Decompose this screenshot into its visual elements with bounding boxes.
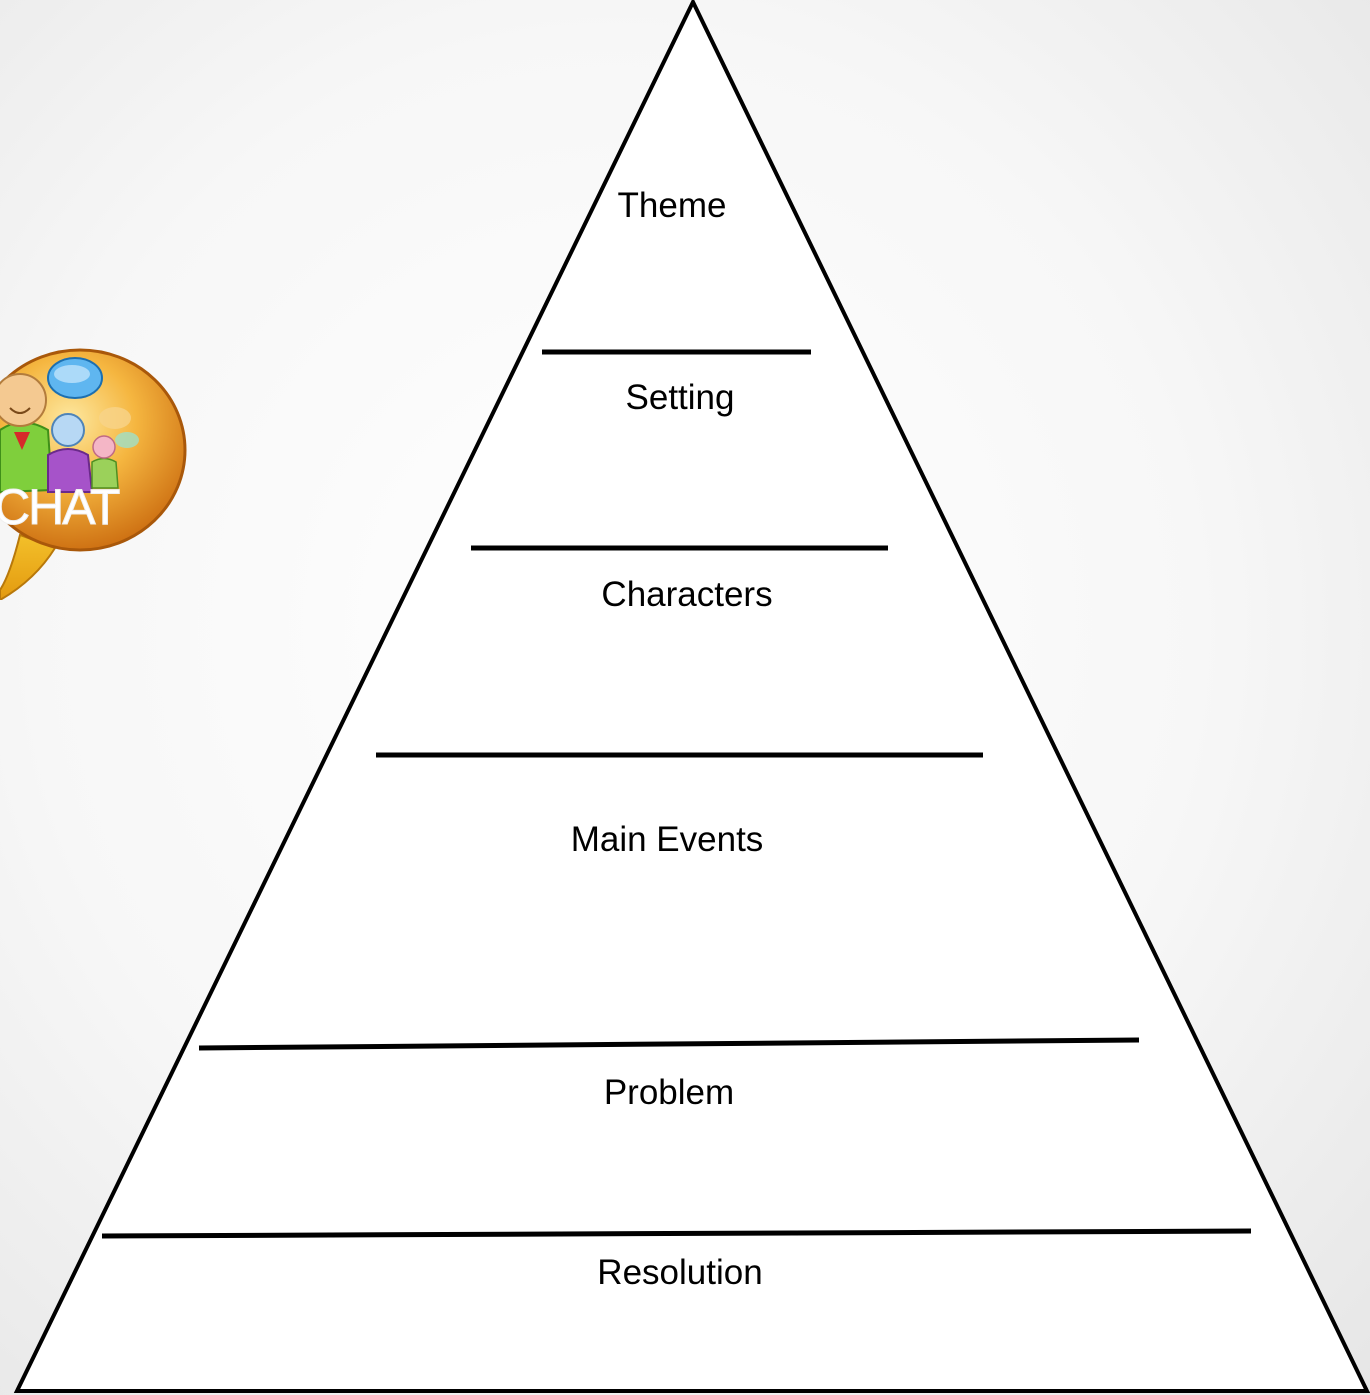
chat-logo-text: CHAT — [0, 479, 120, 535]
chat-logo-icon: CHAT — [0, 348, 187, 600]
level-label-main-events: Main Events — [570, 820, 764, 859]
divider-line-5 — [101, 1228, 1252, 1239]
level-label-setting: Setting — [625, 378, 735, 417]
level-label-theme: Theme — [617, 186, 727, 225]
pyramid-outline — [13, 0, 1370, 1393]
level-label-problem: Problem — [603, 1073, 735, 1112]
level-label-resolution: Resolution — [597, 1253, 763, 1292]
divider-line-4 — [198, 1037, 1140, 1051]
level-label-characters: Characters — [601, 575, 773, 614]
